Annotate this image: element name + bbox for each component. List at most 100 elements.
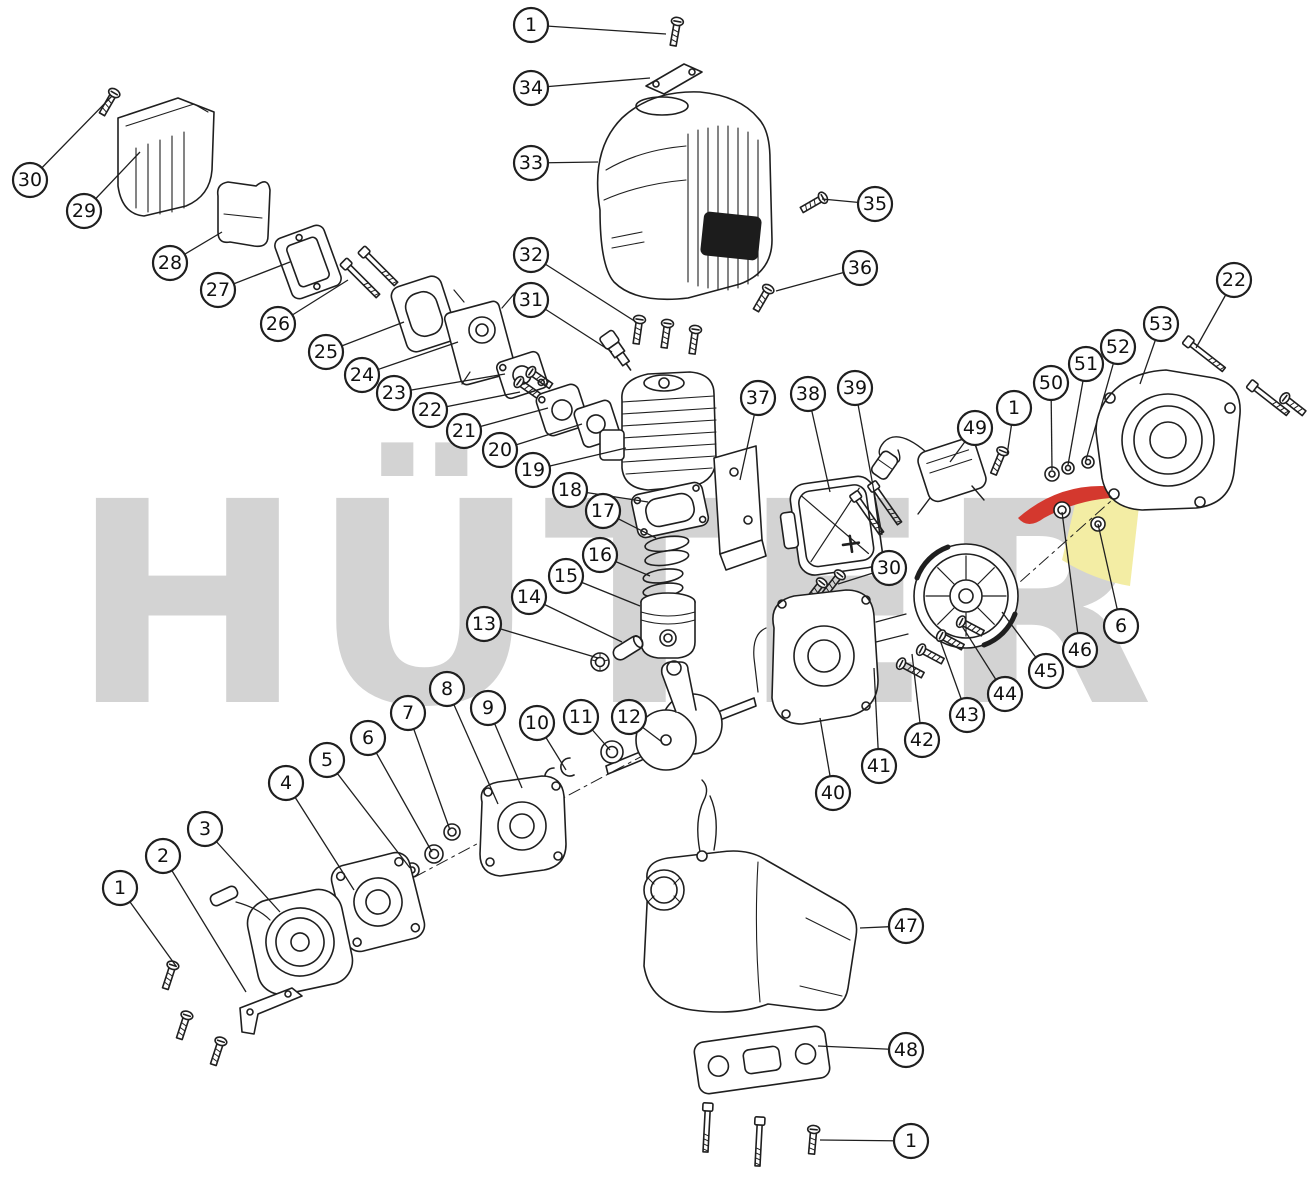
callout-20-15: 20: [481, 431, 519, 469]
svg-text:33: 33: [519, 152, 543, 174]
screw-part: [96, 85, 123, 119]
callout-9-47: 9: [469, 689, 507, 727]
svg-text:26: 26: [266, 313, 290, 335]
leader-line-46-37: [1061, 511, 1081, 651]
callout-15-20: 15: [547, 557, 585, 595]
callout-13-22: 13: [465, 605, 503, 643]
svg-text:20: 20: [488, 439, 512, 461]
callout-30-5: 30: [11, 161, 49, 199]
callout-5-51: 5: [308, 741, 346, 779]
svg-text:37: 37: [746, 387, 770, 409]
callout-11-45: 11: [562, 698, 600, 736]
callout-40-43: 40: [814, 774, 852, 812]
callout-36-24: 36: [841, 249, 879, 287]
svg-text:1: 1: [905, 1130, 917, 1152]
callout-6-36: 6: [1102, 607, 1140, 645]
leader-line-8-48: [446, 688, 499, 805]
leader-line-2-54: [162, 855, 247, 993]
starter-bracket: [239, 987, 303, 1035]
leader-line-30-5: [29, 95, 113, 181]
callout-43-40: 43: [948, 696, 986, 734]
callout-35-23: 35: [856, 185, 894, 223]
callout-49-28: 49: [956, 409, 994, 447]
svg-text:42: 42: [910, 729, 934, 751]
leader-line-34-1: [530, 77, 651, 89]
svg-text:44: 44: [993, 683, 1017, 705]
callout-46-37: 46: [1061, 631, 1099, 669]
cylinder-base-gasket: [630, 481, 710, 539]
callout-22-13: 22: [411, 391, 449, 429]
crankshaft: [605, 660, 757, 775]
callout-33-2: 33: [512, 144, 550, 182]
callout-34-1: 34: [512, 69, 550, 107]
leader-line-7-49: [407, 712, 451, 831]
svg-text:36: 36: [848, 257, 872, 279]
air-filter-cover: [117, 97, 215, 217]
svg-text:45: 45: [1034, 660, 1058, 682]
callout-4-52: 4: [267, 764, 305, 802]
carburetor-spacer: [390, 275, 458, 353]
callout-38-26: 38: [789, 375, 827, 413]
leader-line-13-22: [483, 623, 599, 659]
callout-32-3: 32: [512, 236, 550, 274]
callout-16-19: 16: [581, 536, 619, 574]
callout-27-8: 27: [199, 271, 237, 309]
svg-text:2: 2: [157, 845, 169, 867]
oil-seal: [424, 844, 444, 864]
callout-48-57: 48: [887, 1031, 925, 1069]
screw-part: [685, 323, 703, 356]
crankcase: [753, 589, 909, 725]
svg-text:24: 24: [350, 364, 374, 386]
svg-text:39: 39: [843, 377, 867, 399]
svg-text:12: 12: [617, 706, 641, 728]
spark-plug: [599, 329, 632, 371]
callout-45-38: 45: [1027, 652, 1065, 690]
svg-text:46: 46: [1068, 639, 1092, 661]
fuel-tank: [643, 779, 858, 1013]
svg-text:4: 4: [280, 772, 292, 794]
leader-line-5-51: [326, 759, 411, 869]
screw-part: [657, 317, 675, 350]
callout-31-4: 31: [512, 281, 550, 319]
intake-manifold: [535, 383, 589, 437]
svg-text:38: 38: [796, 383, 820, 405]
bolt-part: [751, 1115, 766, 1167]
callout-24-11: 24: [343, 356, 381, 394]
callout-39-27: 39: [836, 369, 874, 407]
svg-text:13: 13: [472, 613, 496, 635]
piston: [640, 592, 696, 659]
svg-text:29: 29: [72, 200, 96, 222]
svg-text:5: 5: [321, 749, 333, 771]
crankcase-cover: [479, 775, 567, 877]
svg-text:8: 8: [441, 678, 453, 700]
bolt-part: [1181, 334, 1228, 375]
svg-text:10: 10: [525, 712, 549, 734]
svg-text:16: 16: [588, 544, 612, 566]
callout-25-10: 25: [307, 333, 345, 371]
muffler: [779, 475, 883, 576]
fan-cover: [1095, 369, 1241, 511]
callout-21-14: 21: [445, 412, 483, 450]
callout-42-41: 42: [903, 721, 941, 759]
callout-44-39: 44: [986, 675, 1024, 713]
leader-line-4-52: [285, 782, 355, 891]
svg-text:19: 19: [521, 459, 545, 481]
callout-37-25: 37: [739, 379, 777, 417]
small-bearing: [443, 823, 461, 841]
svg-text:35: 35: [863, 193, 887, 215]
filter-base-plate: [274, 224, 342, 300]
recoil-starter: [209, 885, 354, 996]
callout-10-46: 10: [518, 704, 556, 742]
tank-bracket: [693, 1025, 831, 1095]
wrist-pin: [612, 635, 644, 661]
screw-part: [172, 1008, 195, 1042]
callout-14-21: 14: [510, 578, 548, 616]
callout-1-58: 1: [892, 1122, 930, 1160]
screw-part: [206, 1034, 229, 1068]
leader-line-39-27: [854, 387, 883, 536]
callout-19-16: 19: [514, 451, 552, 489]
cover-bracket-plate: [645, 63, 703, 95]
callout-26-9: 26: [259, 305, 297, 343]
